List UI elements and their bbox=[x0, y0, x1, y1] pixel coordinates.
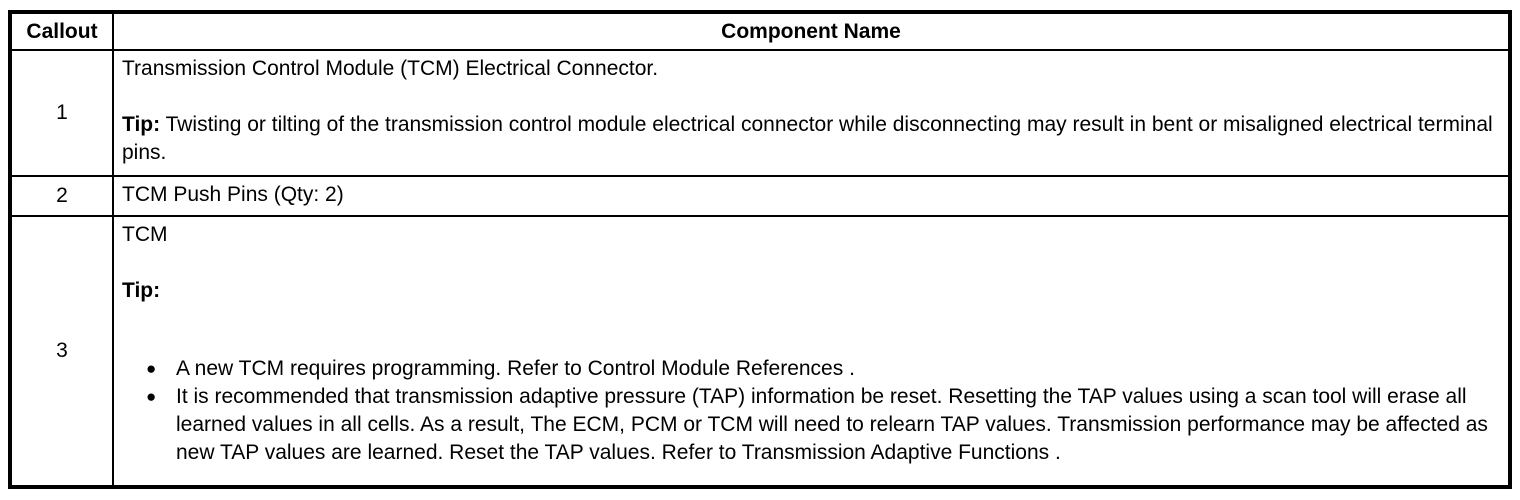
component-name-column-header: Component Name bbox=[112, 11, 1511, 51]
component-description-cell: TCM Tip: A new TCM requires programming.… bbox=[112, 215, 1511, 488]
tip-paragraph: Tip: Twisting or tilting of the transmis… bbox=[122, 111, 1500, 167]
component-title: Transmission Control Module (TCM) Electr… bbox=[122, 57, 659, 80]
callout-number: 3 bbox=[9, 215, 114, 488]
table-row: 3 TCM Tip: A new TCM requires programmin… bbox=[9, 215, 1511, 488]
component-description-cell: TCM Push Pins (Qty: 2) bbox=[112, 175, 1511, 217]
tip-bullet-item: A new TCM requires programming. Refer to… bbox=[146, 355, 1500, 383]
tip-label: Tip: bbox=[122, 113, 161, 136]
component-description-cell: Transmission Control Module (TCM) Electr… bbox=[112, 49, 1511, 177]
table-row: 2 TCM Push Pins (Qty: 2) bbox=[9, 175, 1511, 217]
tip-label: Tip: bbox=[122, 279, 161, 302]
component-title: TCM Push Pins (Qty: 2) bbox=[122, 183, 344, 206]
component-table: Callout Component Name 1 Transmission Co… bbox=[8, 10, 1512, 489]
callout-number: 2 bbox=[9, 175, 114, 217]
component-title: TCM bbox=[122, 223, 168, 246]
tip-bullet-list: A new TCM requires programming. Refer to… bbox=[122, 355, 1500, 467]
component-table-container: Callout Component Name 1 Transmission Co… bbox=[8, 10, 1512, 489]
tip-bullet-item: It is recommended that transmission adap… bbox=[146, 383, 1500, 467]
tip-paragraph: Tip: bbox=[122, 277, 1500, 305]
header-row: Callout Component Name bbox=[9, 11, 1511, 51]
tip-text: Twisting or tilting of the transmission … bbox=[122, 113, 1493, 164]
table-row: 1 Transmission Control Module (TCM) Elec… bbox=[9, 49, 1511, 177]
callout-number: 1 bbox=[9, 49, 114, 177]
callout-column-header: Callout bbox=[9, 11, 114, 51]
